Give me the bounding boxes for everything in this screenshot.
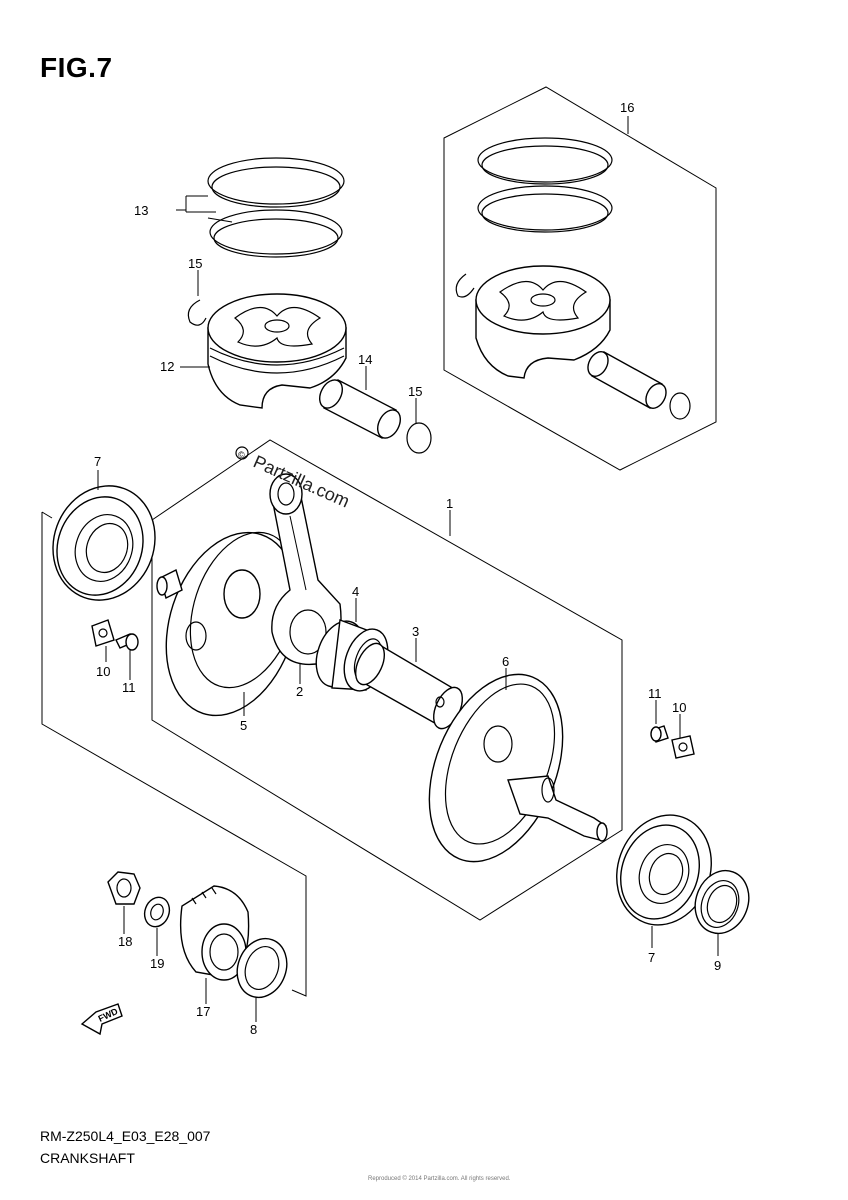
callout-7b: 7 [648, 950, 655, 965]
callout-4: 4 [352, 584, 359, 599]
callout-13: 13 [134, 203, 148, 218]
piston-pin-clip [187, 299, 207, 326]
oil-seal-right [694, 869, 750, 935]
bearing-retainer-right [650, 725, 695, 759]
copyright-fine-print: Reproduced © 2014 Partzilla.com. All rig… [368, 1176, 511, 1182]
oil-seal-left [236, 937, 288, 999]
diagram-code: RM-Z250L4_E03_E28_007 [40, 1128, 211, 1144]
callout-5: 5 [240, 718, 247, 733]
bearing-left [52, 485, 156, 601]
piston-pin-clip-right [406, 422, 432, 454]
piston-pin [319, 379, 401, 439]
washer [143, 896, 171, 928]
callout-15b: 15 [408, 384, 422, 399]
callout-11a: 11 [122, 680, 136, 695]
callout-19: 19 [150, 956, 164, 971]
callout-1: 1 [446, 496, 453, 511]
piston-rings [207, 157, 345, 258]
callout-15a: 15 [188, 256, 202, 271]
piston [207, 293, 347, 409]
crankshaft-assembly-box [151, 439, 623, 921]
bearing-retainer-left [91, 619, 139, 651]
callout-10b: 10 [672, 700, 686, 715]
callout-14: 14 [358, 352, 372, 367]
callout-16: 16 [620, 100, 634, 115]
bearing-right [616, 814, 712, 926]
callout-8: 8 [250, 1022, 257, 1037]
callout-9: 9 [714, 958, 721, 973]
callout-10a: 10 [96, 664, 110, 679]
callout-12: 12 [160, 359, 174, 374]
figure-title: FIG.7 [40, 52, 113, 83]
piston-kit [455, 137, 691, 420]
diagram-name: CRANKSHAFT [40, 1150, 135, 1166]
connecting-rod [269, 473, 342, 666]
callout-18: 18 [118, 934, 132, 949]
callout-6: 6 [502, 654, 509, 669]
piston-kit-box [443, 86, 717, 471]
primary-drive-gear [179, 885, 250, 981]
callout-2: 2 [296, 684, 303, 699]
nut [107, 871, 141, 905]
leader-lines [97, 116, 719, 1022]
crank-web-left [156, 531, 299, 717]
crank-pin [354, 642, 464, 730]
callout-11b: 11 [648, 686, 662, 701]
callout-3: 3 [412, 624, 419, 639]
outer-assembly-frame [41, 512, 307, 997]
callout-7a: 7 [94, 454, 101, 469]
svg-text:©: © [238, 450, 245, 460]
forward-arrow-icon: FWD [80, 1003, 123, 1036]
crank-web-right [428, 673, 608, 863]
callout-17: 17 [196, 1004, 210, 1019]
